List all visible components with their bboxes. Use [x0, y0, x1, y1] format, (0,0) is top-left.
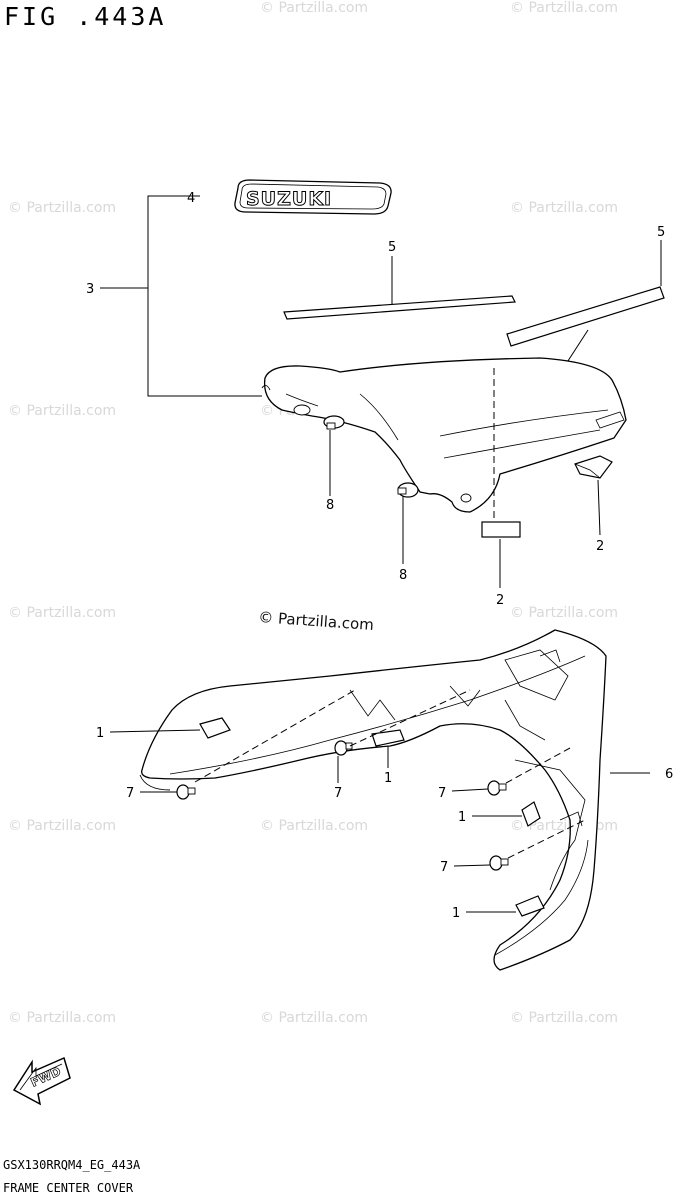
fwd-arrow-icon: FWD — [12, 1056, 71, 1106]
callout-4: 4 — [187, 191, 195, 206]
callout-6: 6 — [665, 767, 673, 782]
callout-7: 7 — [440, 860, 448, 875]
callout-2: 2 — [496, 593, 504, 608]
part-7-screws — [176, 740, 509, 871]
callout-7: 7 — [438, 786, 446, 801]
watermark: © Partzilla.com — [8, 1010, 116, 1026]
watermark: © Partzilla.com — [8, 200, 116, 216]
callout-8: 8 — [326, 498, 334, 513]
part-8-screws — [323, 415, 419, 498]
callout-1: 1 — [96, 726, 104, 741]
diagram-code: GSX130RRQM4_EG_443A — [3, 1158, 141, 1172]
callout-1: 1 — [458, 810, 466, 825]
callout-2: 2 — [596, 539, 604, 554]
partzilla-watermark: © Partzilla.com — [258, 608, 375, 634]
suzuki-logo-text: SUZUKI — [246, 188, 332, 210]
watermark: © Partzilla.com — [8, 818, 116, 834]
watermark: © Partzilla.com — [260, 0, 368, 16]
callout-7: 7 — [334, 786, 342, 801]
watermark: © Partzilla.com — [8, 605, 116, 621]
callout-7: 7 — [126, 786, 134, 801]
part-5-strips — [283, 286, 665, 347]
watermark: © Partzilla.com — [260, 818, 368, 834]
part-1-cushions — [199, 717, 545, 917]
callout-1: 1 — [452, 906, 460, 921]
watermark: © Partzilla.com — [510, 605, 618, 621]
callout-labels: 4 3 5 5 8 8 2 2 1 1 1 1 7 7 7 7 6 — [86, 191, 673, 921]
callout-8: 8 — [399, 568, 407, 583]
callout-5: 5 — [388, 240, 396, 255]
watermark: © Partzilla.com — [510, 200, 618, 216]
callout-3: 3 — [86, 282, 94, 297]
diagram-name: FRAME CENTER COVER — [3, 1181, 134, 1195]
watermark: © Partzilla.com — [8, 403, 116, 419]
watermark: © Partzilla.com — [510, 0, 618, 16]
part-3-seat-cowl — [261, 357, 627, 513]
watermark: © Partzilla.com — [260, 1010, 368, 1026]
watermark: © Partzilla.com — [510, 1010, 618, 1026]
callout-5: 5 — [657, 225, 665, 240]
part-6-frame-center-cover — [139, 629, 607, 971]
part-4-emblem: SUZUKI — [234, 179, 392, 215]
watermark-layer: © Partzilla.com © Partzilla.com © Partzi… — [8, 0, 618, 1026]
part-2-cushions — [481, 455, 613, 538]
callout-1: 1 — [384, 771, 392, 786]
figure-title: FIG .443A — [4, 2, 167, 31]
